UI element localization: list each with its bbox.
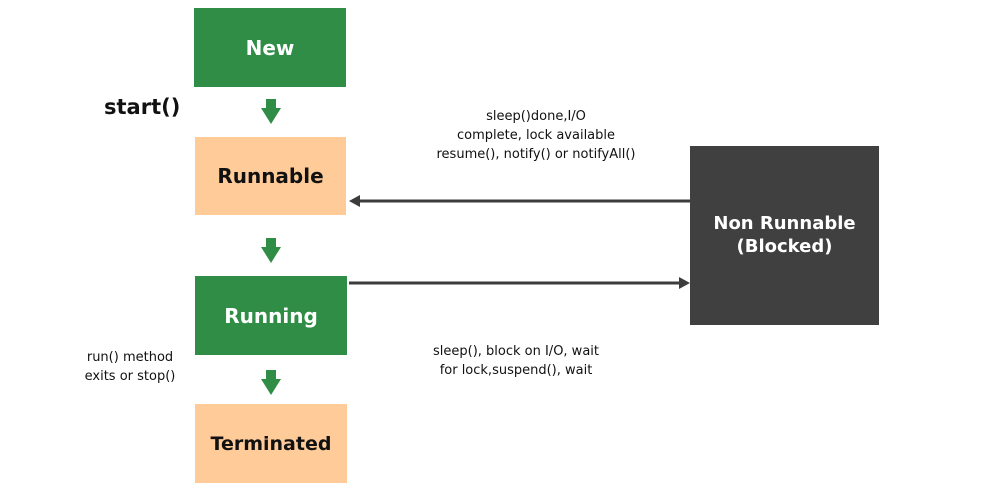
block-transition-label: sleep(), block on I/O, wait for lock,sus…	[392, 342, 640, 380]
state-non-runnable-label-2: (Blocked)	[736, 235, 833, 257]
arrow-blocked-to-runnable	[349, 195, 690, 207]
state-terminated-label: Terminated	[210, 432, 332, 455]
state-non-runnable-label-1: Non Runnable	[713, 213, 856, 234]
block-line-2: for lock,suspend(), wait	[439, 363, 593, 378]
arrow-new-to-runnable	[261, 99, 281, 124]
block-line-1: sleep(), block on I/O, wait	[432, 344, 599, 359]
resume-line-2: complete, lock available	[456, 128, 616, 143]
exit-transition-label: run() method exits or stop()	[60, 348, 200, 386]
state-runnable: Runnable	[195, 137, 346, 215]
start-transition-label: start()	[104, 95, 181, 119]
state-terminated: Terminated	[195, 404, 347, 483]
exit-line-1: run() method	[86, 350, 174, 365]
state-runnable-label: Runnable	[217, 164, 324, 188]
resume-transition-label: sleep()done,I/O complete, lock available…	[408, 107, 664, 164]
state-running-label: Running	[224, 303, 318, 328]
arrow-running-to-terminated	[261, 370, 281, 395]
resume-line-3: resume(), notify() or notifyAll()	[436, 147, 636, 162]
state-new-label: New	[245, 35, 295, 60]
state-running: Running	[195, 276, 347, 355]
state-non-runnable: Non Runnable (Blocked)	[690, 146, 879, 325]
resume-line-1: sleep()done,I/O	[486, 109, 586, 124]
state-new: New	[194, 8, 346, 87]
exit-line-2: exits or stop()	[84, 369, 176, 384]
arrow-running-to-blocked	[349, 277, 690, 289]
arrow-runnable-to-running	[261, 238, 281, 263]
